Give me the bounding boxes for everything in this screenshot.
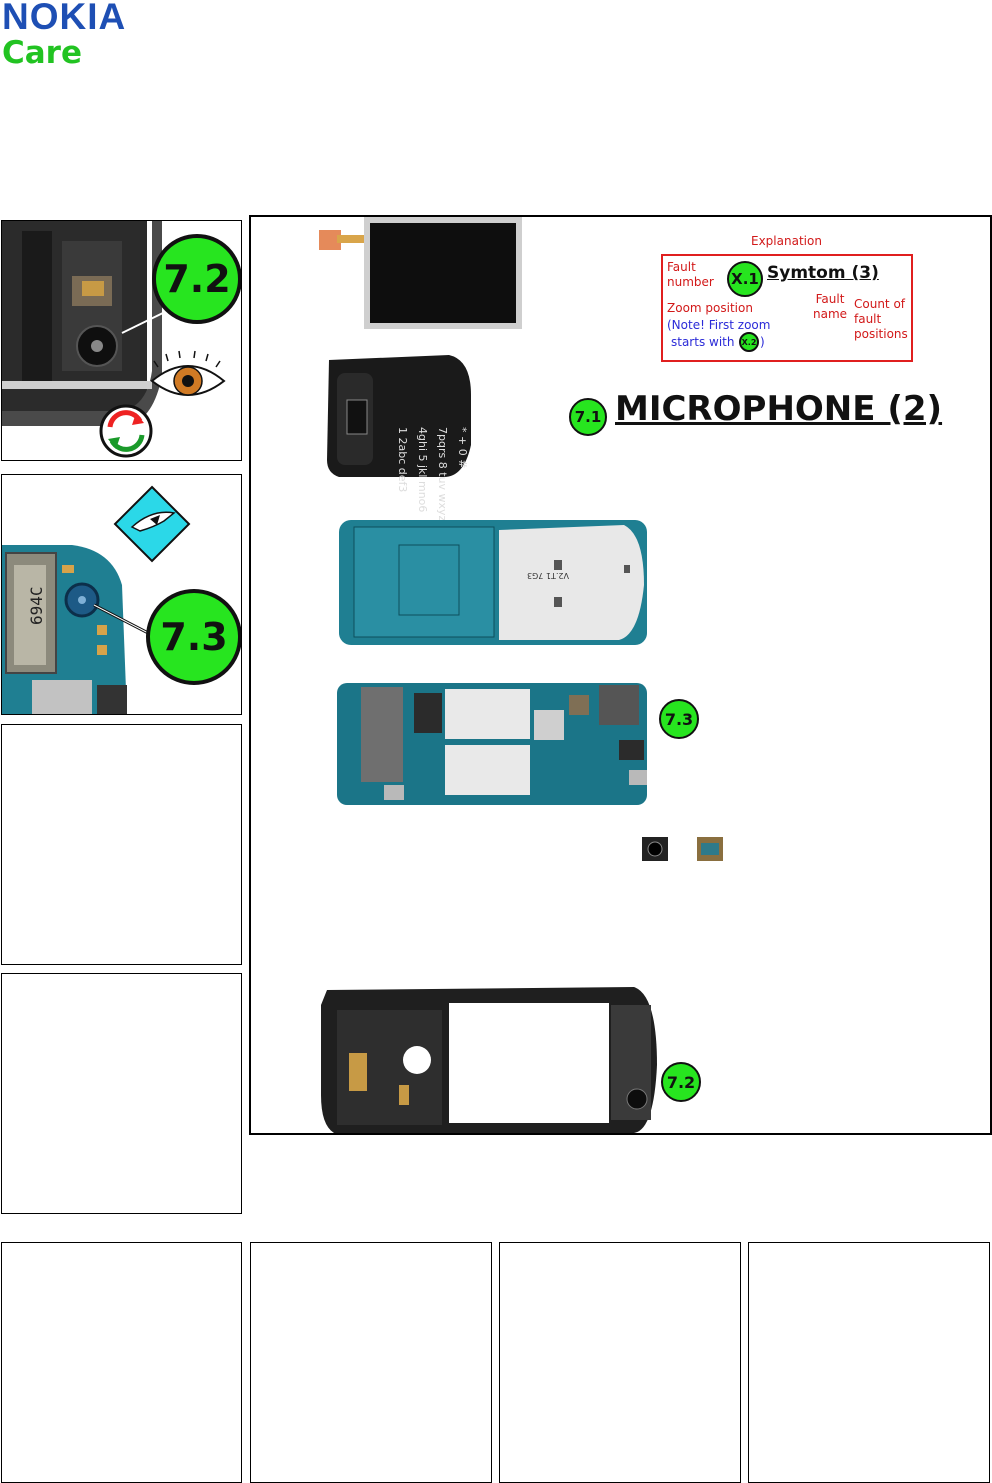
zoom-panel-empty-4 — [1, 973, 242, 1214]
svg-text:1 2abc def3: 1 2abc def3 — [396, 427, 409, 492]
fault-number-label: Fault number — [667, 260, 714, 289]
zoom-note-label: (Note! First zoom — [667, 318, 771, 332]
hint-diamond-icon — [113, 485, 191, 563]
zoom-panel-empty-6 — [250, 1242, 492, 1483]
cover-badge-7-2: 7.2 — [661, 1062, 701, 1102]
care-logo: Care — [2, 35, 82, 71]
zoom-panel-7-3: 694C 7.3 — [1, 474, 242, 715]
eye-icon — [150, 350, 226, 396]
board-badge-7-3: 7.3 — [659, 699, 699, 739]
phone-parts-illustration: 1 2abc def3 4ghi 5 jkl mno6 7pqrs 8 tuv … — [319, 217, 723, 1133]
symtom-label: Symtom (3) — [767, 263, 879, 283]
zoom-panel-empty-3 — [1, 724, 242, 965]
cover-closeup-illustration — [2, 221, 226, 458]
fault-title: MICROPHONE (2) — [615, 389, 943, 429]
zoom-starts-label: starts with — [671, 335, 735, 349]
zoom-panel-7-2: 7.2 — [1, 220, 242, 461]
zoom-note-close: ) — [760, 335, 765, 349]
rotate-icon — [99, 404, 153, 458]
explanation-title: Explanation — [751, 234, 822, 248]
explanation-start-badge: X.2 — [739, 332, 759, 352]
svg-text:7pqrs 8 tuv wxyz9: 7pqrs 8 tuv wxyz9 — [436, 427, 449, 528]
zoom-panel-empty-8 — [748, 1242, 990, 1483]
zoom-badge-7-3: 7.3 — [146, 589, 241, 685]
zoom-panel-empty-5 — [1, 1242, 242, 1483]
svg-text:* + 0 #: * + 0 # — [456, 427, 469, 468]
fault-badge-7-1: 7.1 — [569, 398, 607, 436]
nokia-logo: NOKIA — [2, 0, 127, 37]
explanation-fault-badge: X.1 — [727, 261, 763, 297]
fault-name-label: Fault name — [812, 292, 848, 321]
zoom-panel-empty-7 — [499, 1242, 741, 1483]
explanation-box: Fault number X.1 Symtom (3) Fault name C… — [661, 254, 913, 362]
count-of-fault-label: Count of fault positions — [854, 297, 908, 341]
svg-text:694C: 694C — [27, 586, 46, 625]
phone-layout-diagram: 1 2abc def3 4ghi 5 jkl mno6 7pqrs 8 tuv … — [249, 215, 992, 1135]
svg-text:4ghi 5 jkl mno6: 4ghi 5 jkl mno6 — [416, 427, 429, 512]
zoom-badge-7-2: 7.2 — [152, 234, 241, 324]
board-label: V2.T1 7G3 — [527, 571, 569, 580]
board-closeup-illustration: 694C — [2, 485, 191, 714]
zoom-position-label: Zoom position — [667, 301, 753, 315]
